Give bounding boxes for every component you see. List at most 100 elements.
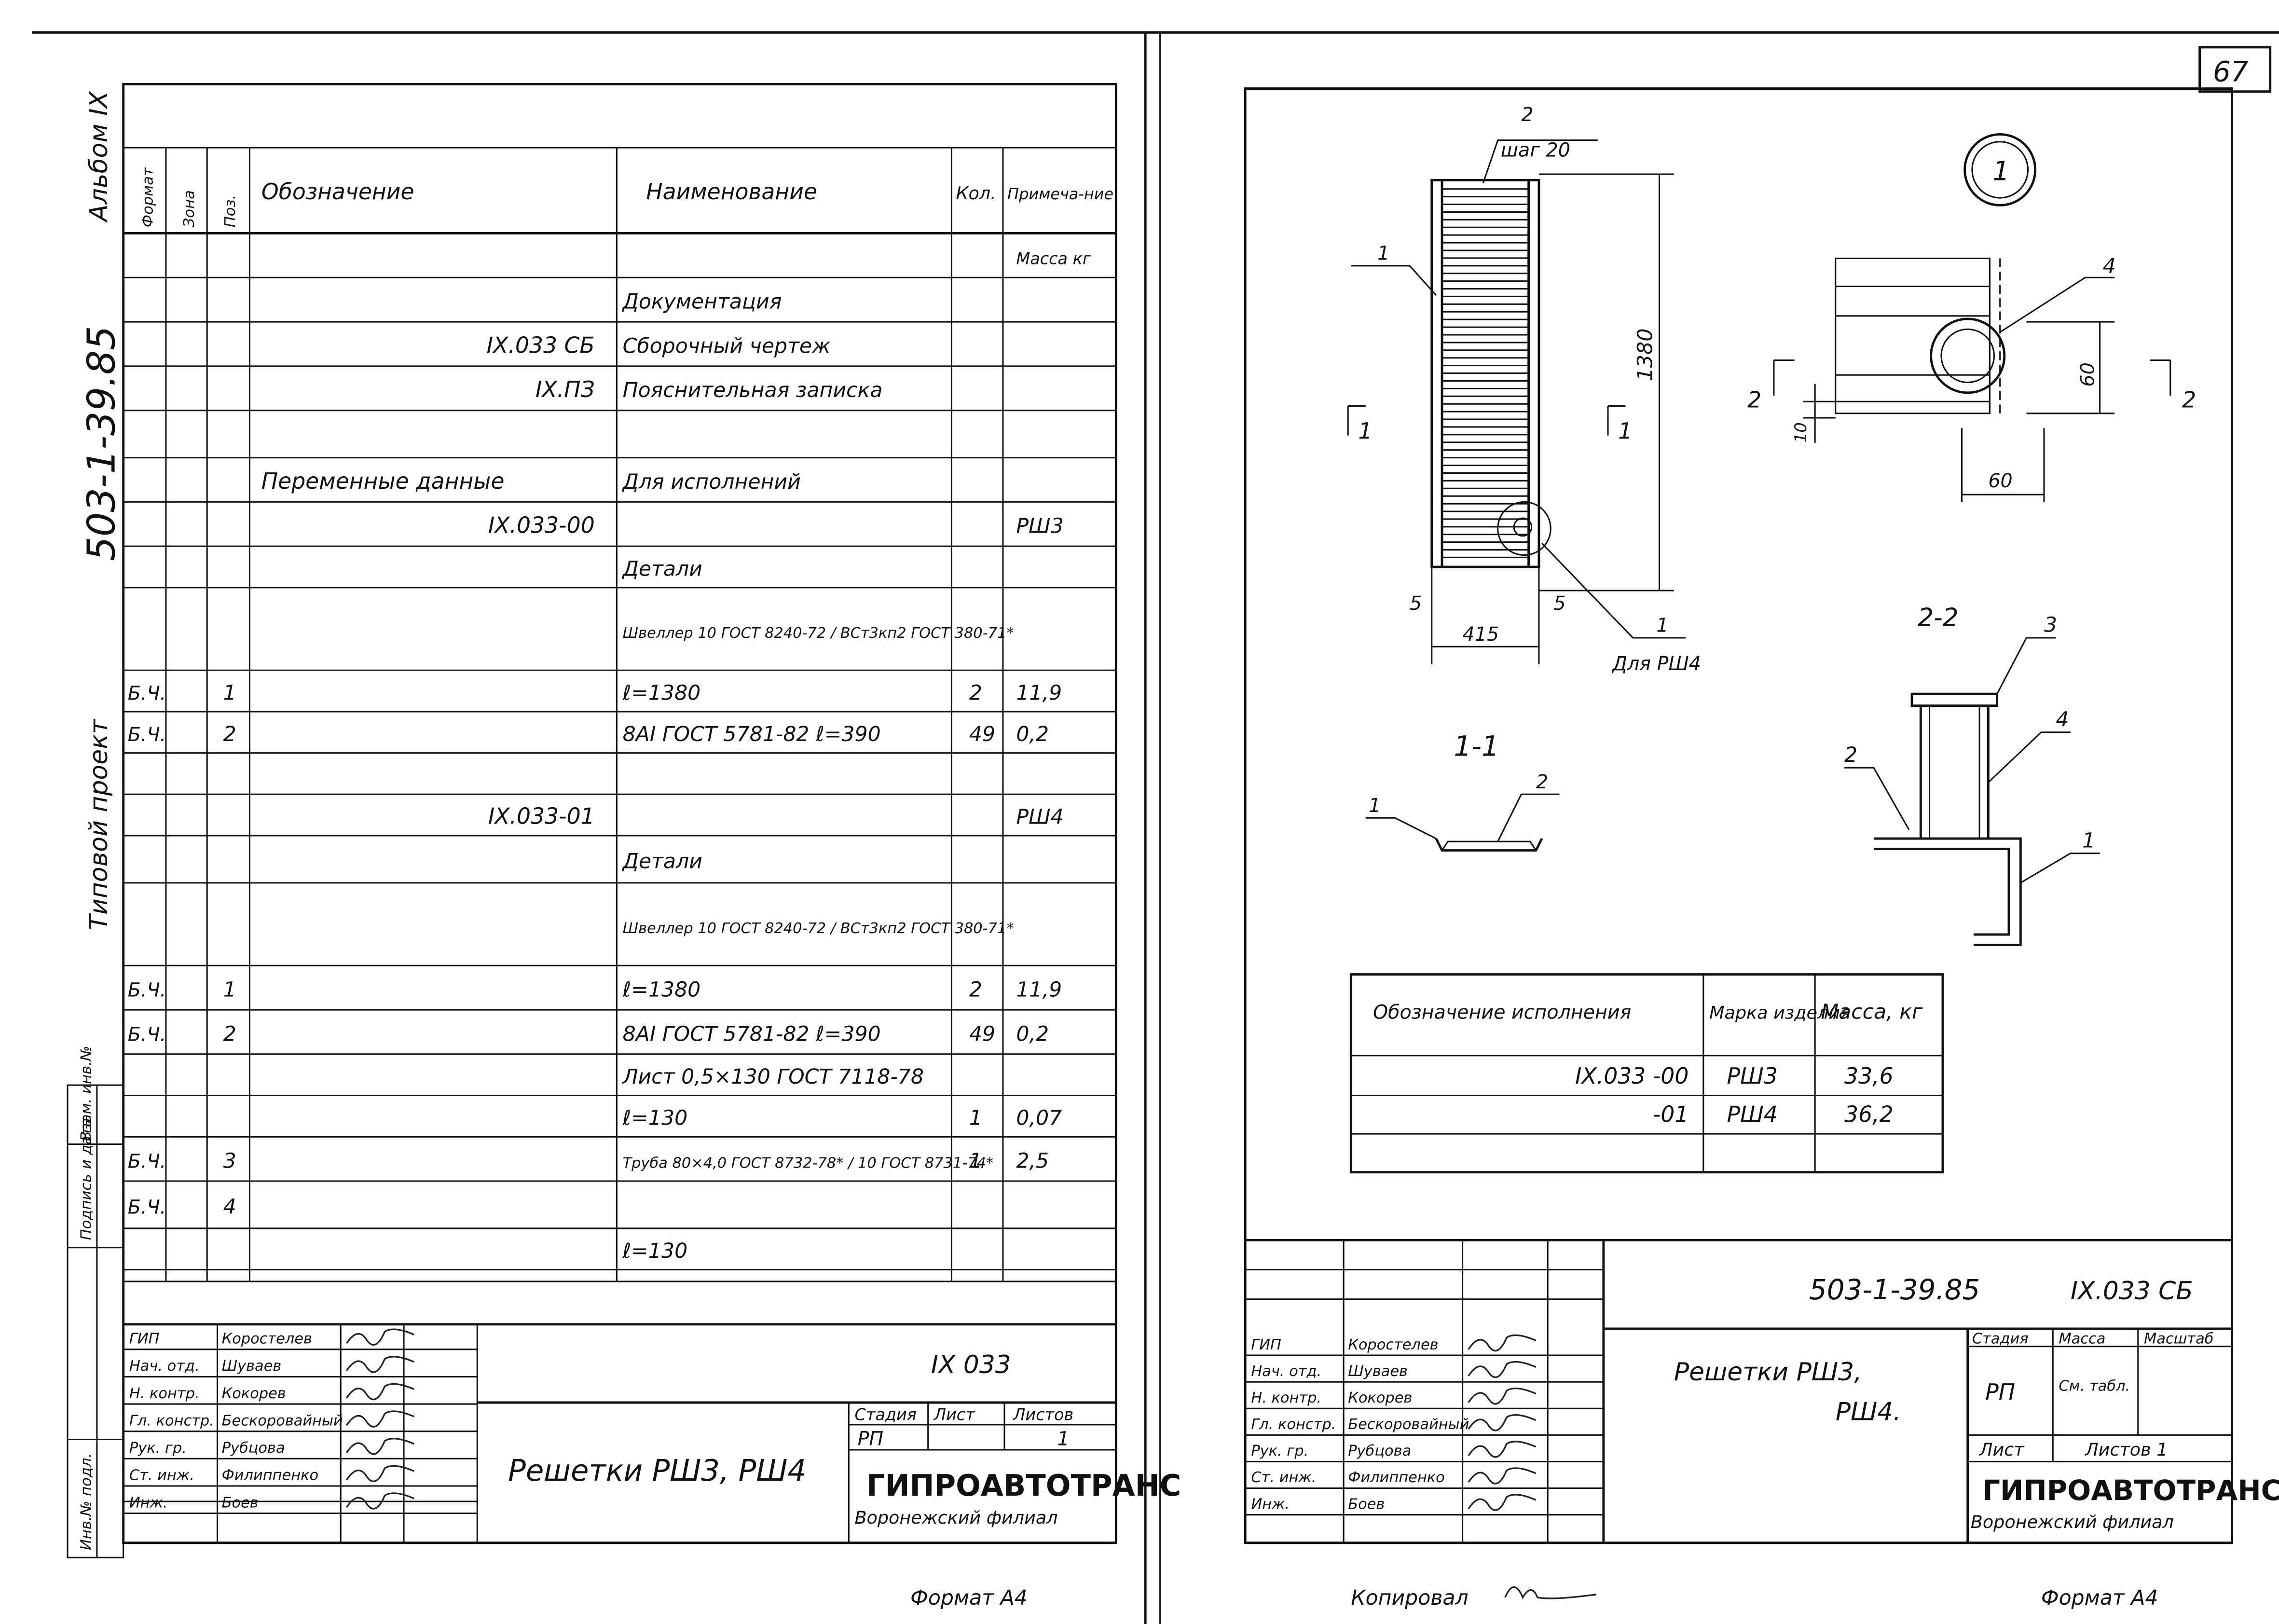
exec-header-oboz: Обозначение исполнения: [1373, 1001, 1631, 1023]
right-mass: См. табл.: [2059, 1377, 2130, 1394]
detail-circle: [1497, 501, 1551, 556]
copied-label: Копировал: [1351, 1586, 1468, 1610]
spec-pos-cell: 2: [223, 1022, 236, 1046]
section-1-1-label: 1-1: [1454, 730, 1499, 763]
left-sheets-h: Листов: [1013, 1405, 1073, 1424]
section-2-2-label: 2-2: [1918, 603, 1959, 632]
right-person-name: Коростелев: [1348, 1336, 1438, 1353]
spec-format-cell: Б.Ч.: [128, 724, 166, 746]
spec-oboz-cell: Переменные данные: [261, 468, 505, 494]
left-signature: [345, 1438, 415, 1455]
sec22-pos-2: 2: [1844, 743, 1857, 767]
left-org: ГИПРОАВТОТРАНС: [866, 1469, 1181, 1503]
right-role: Инж.: [1251, 1496, 1290, 1513]
exec-mark-cell: РШ3: [1727, 1063, 1778, 1089]
right-format: Формат А4: [2041, 1586, 2158, 1610]
right-sheet-frame: [1244, 87, 2234, 1544]
spec-name-cell: Документация: [622, 289, 782, 314]
left-role: Инж.: [129, 1494, 168, 1511]
left-signature: [345, 1492, 415, 1510]
header-name: Наименование: [646, 179, 817, 205]
left-signature: [345, 1410, 415, 1428]
pos-2-label: 2: [1521, 104, 1533, 126]
spec-name-cell: ℓ=130: [622, 1106, 688, 1130]
spec-name-cell: ℓ=1380: [622, 681, 701, 705]
spec-note-cell: 11,9: [1016, 681, 1062, 705]
spec-pos-cell: 2: [223, 722, 236, 746]
left-branch: Воронежский филиал: [855, 1507, 1058, 1528]
right-signature: [1468, 1441, 1537, 1458]
left-person-name: Бескоровайный: [222, 1412, 343, 1429]
pos-1-label-top: 1: [1377, 242, 1389, 264]
header-format: Формат: [140, 167, 157, 227]
spec-name-cell: Детали: [622, 557, 702, 581]
specification-table: Формат Зона Поз. Обозначение Наименовани…: [122, 83, 1117, 1544]
spec-name-cell: Труба 80×4,0 ГОСТ 8732-78* / 10 ГОСТ 873…: [623, 1155, 994, 1171]
left-person-name: Филиппенко: [222, 1467, 319, 1484]
spec-name-cell: Сборочный чертеж: [623, 334, 831, 358]
cut-mark-left: 1: [1359, 418, 1373, 444]
right-person-name: Филиппенко: [1348, 1469, 1445, 1486]
sec11-pos-1: 1: [1369, 795, 1381, 817]
page-number-box: [2198, 46, 2272, 93]
spec-qty-cell: 49: [969, 722, 995, 746]
spec-format-cell: Б.Ч.: [128, 1150, 166, 1172]
album-label: Альбом IX: [84, 90, 113, 223]
spec-note-cell: Масса кг: [1016, 249, 1091, 268]
spec-qty-cell: 2: [969, 681, 982, 705]
right-scale-h: Масштаб: [2144, 1331, 2214, 1348]
sec22-pos-3: 3: [2044, 613, 2057, 637]
execution-table: Обозначение исполнения Марка изделия Мас…: [1349, 973, 1944, 1174]
dim-edge-left: 5: [1410, 592, 1422, 615]
spec-pos-cell: 4: [223, 1195, 236, 1219]
spec-qty-cell: 2: [969, 977, 982, 1002]
right-sheets: Листов 1: [2084, 1439, 2168, 1460]
left-person-name: Рубцова: [222, 1440, 285, 1457]
spec-name-cell: Для исполнений: [622, 470, 801, 494]
spec-oboz-cell: IX.033 СБ: [487, 332, 595, 358]
exec-mass-cell: 36,2: [1844, 1101, 1894, 1127]
right-project-code: 503-1-39.85: [1809, 1273, 1980, 1306]
spec-format-cell: Б.Ч.: [128, 979, 166, 1001]
left-sheets-value: 1: [1057, 1428, 1070, 1450]
spec-note-cell: РШ3: [1016, 514, 1063, 538]
left-person-name: Шуваев: [222, 1358, 282, 1375]
right-title-line2: РШ4.: [1836, 1398, 1901, 1427]
project-type-label: Типовой проект: [84, 718, 113, 930]
cut-2-right: 2: [2182, 387, 2196, 413]
section-2-2: 2-2 3 4 2 1: [1844, 603, 2100, 946]
spec-oboz-cell: IX.033-00: [488, 513, 595, 538]
detail-mark: 1: [1992, 155, 2009, 186]
front-view: 1380 415 5 5 2 шаг 20 1 1 Для РШ4 1 1: [1347, 104, 1701, 675]
right-role: Гл. констр.: [1251, 1416, 1336, 1433]
spec-note-cell: 11,9: [1016, 977, 1062, 1002]
right-signature: [1468, 1467, 1537, 1485]
dim-width: 415: [1463, 623, 1499, 646]
header-pos: Поз.: [222, 195, 239, 228]
for-rsh4-label: Для РШ4: [1611, 653, 1701, 675]
spec-pos-cell: 3: [223, 1149, 236, 1173]
spec-name-cell: ℓ=1380: [622, 977, 701, 1002]
spec-name-cell: Лист 0,5×130 ГОСТ 7118-78: [622, 1065, 924, 1089]
right-signature: [1468, 1414, 1537, 1431]
spec-name-cell: Пояснительная записка: [623, 378, 883, 402]
left-stage-value: РП: [858, 1428, 884, 1450]
step-label: шаг 20: [1501, 139, 1570, 161]
spec-note-cell: 0,2: [1016, 722, 1049, 746]
exec-header-mark: Марка изделия: [1709, 1002, 1851, 1023]
spec-oboz-cell: IX.033-01: [488, 803, 595, 829]
pos-4-detail: 4: [2103, 254, 2116, 278]
left-signature: [345, 1328, 415, 1346]
spec-format-cell: Б.Ч.: [128, 1023, 166, 1046]
left-person-name: Коростелев: [222, 1331, 312, 1348]
right-person-name: Шуваев: [1348, 1363, 1408, 1380]
spec-qty-cell: 49: [969, 1022, 995, 1046]
right-person-name: Боев: [1348, 1496, 1385, 1513]
right-role: ГИП: [1251, 1336, 1281, 1353]
left-person-name: Кокорев: [222, 1385, 286, 1402]
right-sheet: Лист: [1978, 1439, 2025, 1460]
side-project-code: 503-1-39.85: [79, 326, 124, 561]
left-role: Гл. констр.: [129, 1412, 214, 1429]
